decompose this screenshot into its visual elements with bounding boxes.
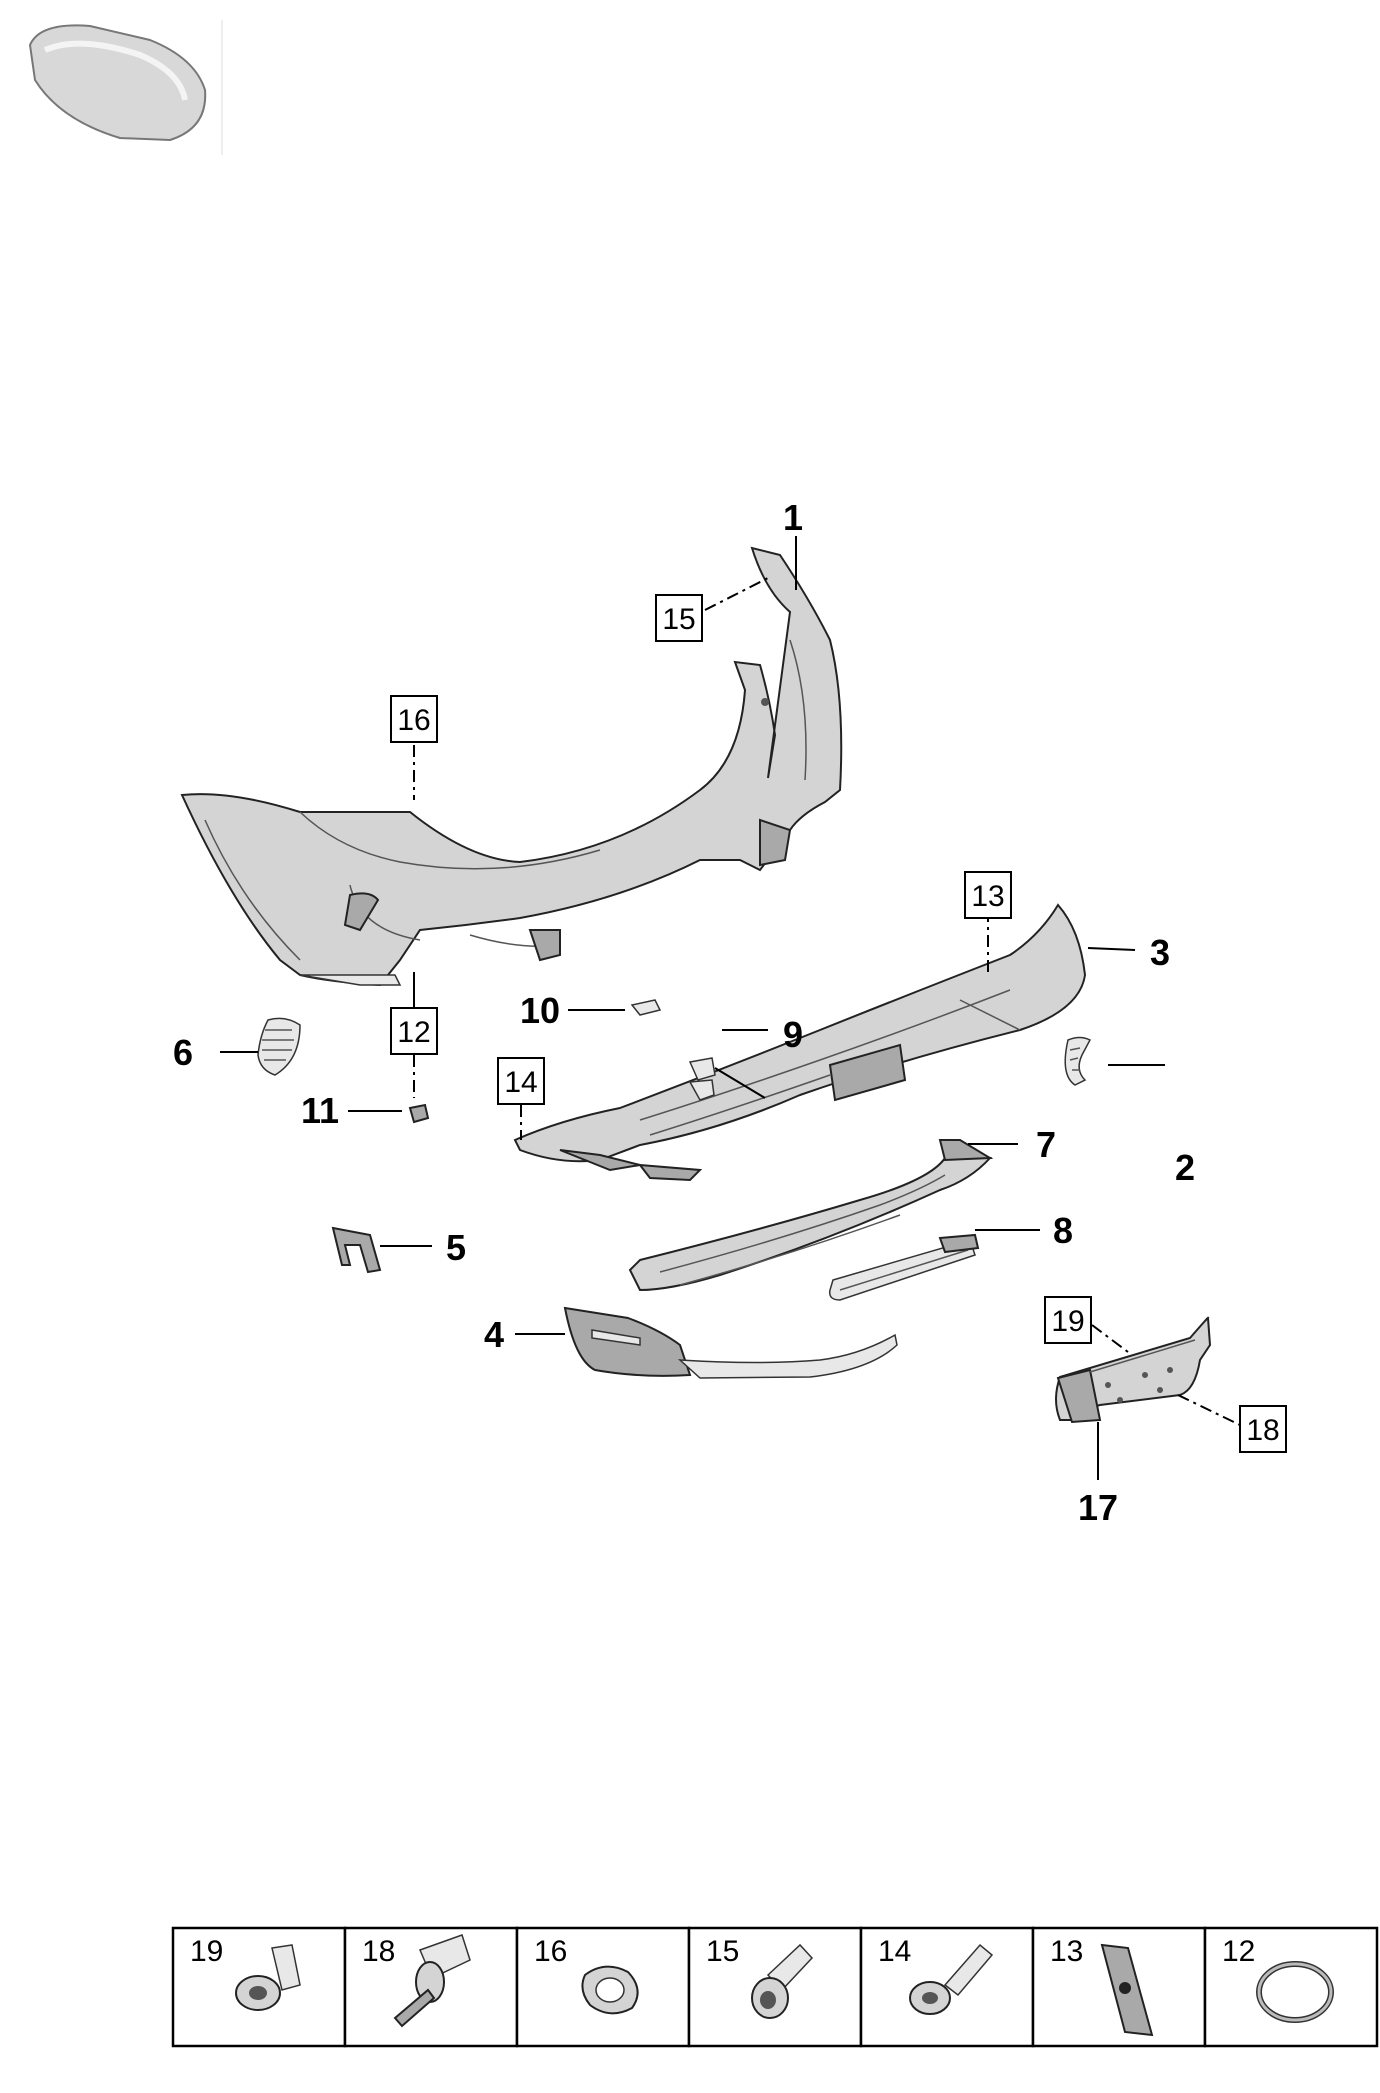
callout-17: 17	[1078, 1487, 1118, 1528]
cell-label: 12	[1222, 1935, 1255, 1968]
bolt-icon	[751, 1943, 814, 2019]
boxed-ref-18: 18	[1239, 1405, 1287, 1453]
boxed-ref-15: 15	[655, 594, 703, 642]
right-reflector-trim	[1064, 1036, 1092, 1086]
callout-7: 7	[1036, 1124, 1056, 1165]
cell-label: 16	[534, 1935, 567, 1968]
plastic-rivet-icon	[393, 1934, 471, 2028]
boxed-ref-14: 14	[497, 1057, 545, 1105]
svg-text:12: 12	[397, 1016, 430, 1049]
seal-ring-icon	[1256, 1961, 1334, 2023]
svg-text:18: 18	[1246, 1414, 1279, 1447]
car-silhouette-icon	[28, 20, 223, 155]
license-plate-holder	[1055, 1316, 1212, 1424]
callout-1: 1	[783, 497, 803, 538]
leader-lines	[220, 536, 1241, 1480]
svg-text:13: 13	[971, 880, 1004, 913]
callout-10: 10	[520, 990, 560, 1031]
callout-8: 8	[1053, 1210, 1073, 1251]
boxed-ref-12: 12	[390, 1007, 438, 1055]
boxed-ref-16: 16	[390, 695, 438, 743]
callout-9: 9	[783, 1014, 803, 1055]
boxed-ref-13: 13	[964, 871, 1012, 919]
svg-text:19: 19	[1051, 1305, 1084, 1338]
cell-label: 18	[362, 1935, 395, 1968]
callout-5: 5	[446, 1227, 466, 1268]
fastener-table: 19 18 16 15 14 13 12	[171, 1926, 1379, 2048]
svg-text:15: 15	[662, 603, 695, 636]
callout-11: 11	[301, 1090, 339, 1131]
cell-label: 13	[1050, 1935, 1083, 1968]
lower-trim-strip	[563, 1306, 898, 1379]
expanding-clip-icon	[909, 1943, 994, 2015]
cell-label: 14	[878, 1935, 911, 1968]
reflector-strip	[828, 1233, 980, 1301]
callout-4: 4	[484, 1314, 504, 1355]
rivet-nut-icon	[235, 1944, 301, 2011]
retaining-ring-icon	[581, 1965, 639, 2015]
left-grille-trim	[257, 1017, 301, 1076]
callout-2: 2	[1175, 1147, 1195, 1188]
speed-nut-icon	[1100, 1943, 1154, 2037]
callout-3: 3	[1150, 932, 1170, 973]
license-plate-bracket	[331, 1226, 382, 1274]
boxed-ref-19: 19	[1044, 1296, 1092, 1344]
svg-text:16: 16	[397, 704, 430, 737]
diffuser-panel	[628, 1139, 994, 1292]
sensor-plug	[408, 1103, 430, 1124]
cell-label: 15	[706, 1935, 739, 1968]
callout-6: 6	[173, 1032, 193, 1073]
cell-label: 19	[190, 1935, 223, 1968]
lower-bumper-trim	[513, 903, 1087, 1182]
svg-text:14: 14	[504, 1066, 537, 1099]
bracket-parts	[630, 999, 716, 1101]
rear-bumper-cover	[180, 546, 843, 987]
